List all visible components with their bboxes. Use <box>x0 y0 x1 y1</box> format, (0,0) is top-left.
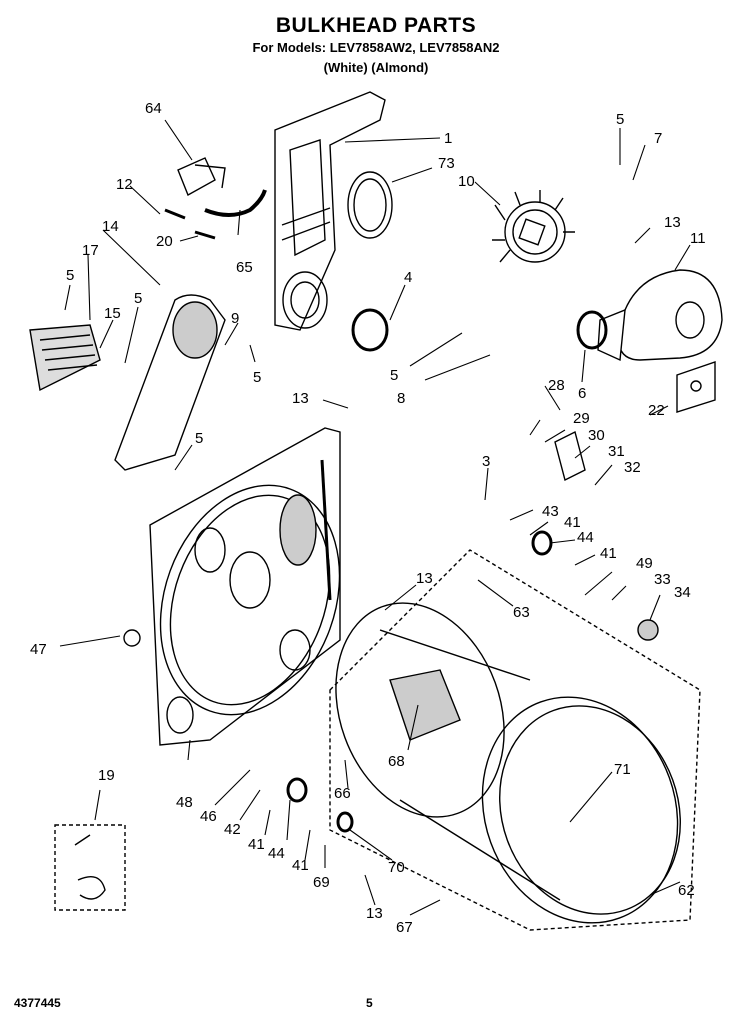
callout-label: 62 <box>678 882 695 899</box>
callout-label: 3 <box>482 453 490 470</box>
wire-tie <box>74 834 106 900</box>
callout-label: 43 <box>542 503 559 520</box>
callout-label: 9 <box>231 310 239 327</box>
warning-label <box>676 361 716 413</box>
dryer-drum <box>329 549 701 931</box>
page-title: BULKHEAD PARTS <box>275 14 477 37</box>
callout-label: 49 <box>636 555 653 572</box>
rear-duct-housing <box>274 91 386 331</box>
callout-label: 41 <box>600 545 617 562</box>
callout-label: 5 <box>195 430 203 447</box>
callout-label: 44 <box>268 845 285 862</box>
callout-label: 5 <box>390 367 398 384</box>
callout-label: 14 <box>102 218 119 235</box>
blower-impeller <box>492 190 575 263</box>
callout-label: 73 <box>438 155 455 172</box>
callout-label: 11 <box>690 230 706 247</box>
page-number: 5 <box>366 996 373 1010</box>
callout-label: 5 <box>134 290 142 307</box>
callout-label: 31 <box>608 443 625 460</box>
callout-label: 44 <box>577 529 594 546</box>
leader-lines <box>59 119 691 916</box>
duct-seal <box>347 171 393 239</box>
callout-label: 1 <box>444 130 452 147</box>
callout-label: 19 <box>98 767 115 784</box>
nut <box>123 629 141 647</box>
callout-label: 65 <box>236 259 253 276</box>
callout-label: 28 <box>548 377 565 394</box>
callout-label: 42 <box>224 821 241 838</box>
callout-label: 13 <box>416 570 433 587</box>
doc-number: 4377445 <box>14 996 61 1010</box>
callout-label: 10 <box>458 173 475 190</box>
lint-duct <box>114 294 226 471</box>
callout-label: 48 <box>176 794 193 811</box>
callout-label: 47 <box>30 641 47 658</box>
callout-label: 34 <box>674 584 691 601</box>
callout-label: 12 <box>116 176 133 193</box>
models-line: For Models: LEV7858AW2, LEV7858AN2 <box>252 40 500 55</box>
callout-label: 68 <box>388 753 405 770</box>
lint-filter <box>29 324 101 392</box>
callout-label: 64 <box>145 100 162 117</box>
rear-bearing <box>554 430 586 482</box>
roller <box>286 777 308 803</box>
callout-label: 67 <box>396 919 413 936</box>
callout-label: 32 <box>624 459 641 476</box>
callout-label: 63 <box>513 604 530 621</box>
callout-label: 5 <box>66 267 74 284</box>
callout-label: 7 <box>654 130 662 147</box>
callout-label: 41 <box>248 836 265 853</box>
callout-label: 41 <box>292 857 309 874</box>
callout-label: 13 <box>664 214 681 231</box>
rear-bulkhead <box>149 427 341 746</box>
callout-label: 66 <box>334 785 351 802</box>
callout-label: 33 <box>654 571 671 588</box>
callout-label: 5 <box>616 111 624 128</box>
callout-label: 69 <box>313 874 330 891</box>
callout-label: 30 <box>588 427 605 444</box>
callout-label: 71 <box>614 761 631 778</box>
glide <box>637 619 659 641</box>
callout-label: 46 <box>200 808 217 825</box>
callout-label: 4 <box>404 269 412 286</box>
colors-line: (White) (Almond) <box>323 60 429 75</box>
callout-label: 13 <box>366 905 383 922</box>
callout-label: 20 <box>156 233 173 250</box>
callout-label: 17 <box>82 242 99 259</box>
callout-label: 29 <box>573 410 590 427</box>
callout-label: 41 <box>564 514 581 531</box>
callout-label: 70 <box>388 859 405 876</box>
blower-seal <box>351 308 389 352</box>
callout-label: 5 <box>253 369 261 386</box>
callout-label: 6 <box>578 385 586 402</box>
callout-label: 22 <box>648 402 665 419</box>
terminal-block <box>177 157 267 217</box>
blower-housing <box>576 269 723 362</box>
callout-label: 8 <box>397 390 405 407</box>
roller <box>531 530 553 556</box>
callout-label: 15 <box>104 305 121 322</box>
callout-label: 13 <box>292 390 309 407</box>
